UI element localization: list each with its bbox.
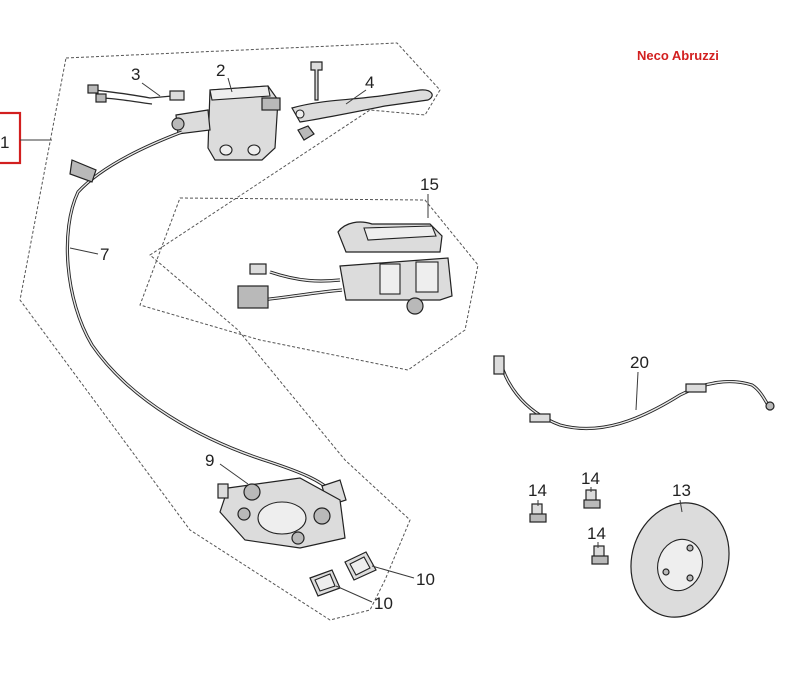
- callout-7[interactable]: 7: [100, 245, 109, 264]
- leader-10-lower: [335, 585, 373, 603]
- brake-lever[interactable]: [291, 61, 433, 141]
- leader-3: [141, 82, 161, 97]
- leader-13: [679, 499, 683, 513]
- callout-3[interactable]: 3: [131, 65, 140, 84]
- callout-15[interactable]: 15: [420, 175, 439, 194]
- callout-14-bottom[interactable]: 14: [587, 524, 606, 543]
- leader-20: [635, 371, 639, 411]
- leader-9: [219, 463, 249, 485]
- watermark-text: Neco Abruzzi: [637, 48, 719, 63]
- assembly-outline: [19, 42, 441, 621]
- bolt-top[interactable]: [583, 489, 601, 509]
- master-cylinder[interactable]: [171, 85, 281, 161]
- leader-7: [69, 247, 99, 255]
- bolt-left[interactable]: [529, 503, 547, 523]
- brake-hose[interactable]: [65, 130, 347, 507]
- leader-4: [345, 89, 367, 105]
- callout-4[interactable]: 4: [365, 73, 374, 92]
- callout-14-top[interactable]: 14: [581, 469, 600, 488]
- selected-item-box[interactable]: [0, 111, 22, 165]
- handlebar-switch[interactable]: [237, 221, 453, 315]
- throttle-cable[interactable]: [493, 355, 775, 431]
- brake-caliper[interactable]: [217, 477, 346, 549]
- leader-2: [227, 77, 233, 93]
- callout-10-lower[interactable]: 10: [374, 594, 393, 613]
- callout-10-upper[interactable]: 10: [416, 570, 435, 589]
- callout-1[interactable]: 1: [0, 133, 9, 152]
- brake-pad-lower[interactable]: [309, 569, 341, 597]
- brake-pad-upper[interactable]: [344, 551, 377, 581]
- brake-disc[interactable]: [616, 490, 743, 630]
- brake-switch[interactable]: [87, 84, 185, 105]
- callout-2[interactable]: 2: [216, 61, 225, 80]
- bolt-bottom[interactable]: [591, 545, 609, 565]
- callout-14-left[interactable]: 14: [528, 481, 547, 500]
- callout-9[interactable]: 9: [205, 451, 214, 470]
- callout-13[interactable]: 13: [672, 481, 691, 500]
- callout-20[interactable]: 20: [630, 353, 649, 372]
- leader-10-upper: [371, 565, 415, 579]
